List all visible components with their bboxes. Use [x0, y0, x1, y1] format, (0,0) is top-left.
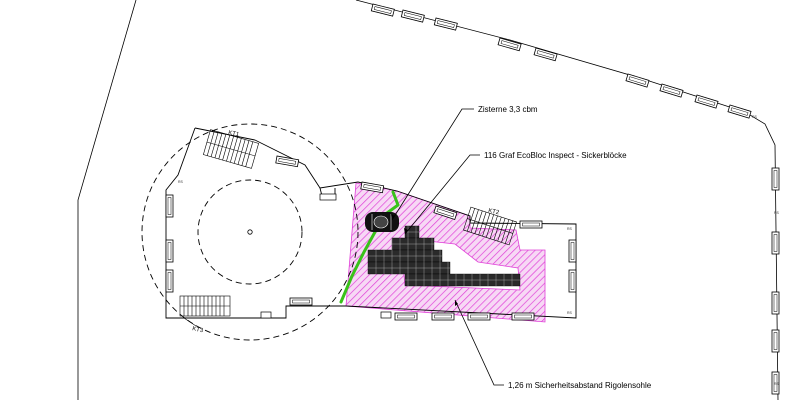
radius-circles — [141, 123, 359, 341]
window-icon — [568, 239, 577, 263]
stair-icon — [179, 295, 231, 317]
window-icon — [771, 329, 780, 353]
window-icon — [727, 104, 752, 119]
window-icon — [771, 231, 780, 255]
cistern-icon — [365, 212, 399, 232]
center-point — [247, 229, 253, 235]
window-icon — [511, 312, 535, 321]
annotation-safety-distance: 1,26 m Sicherheitsabstand Rigolensohle — [508, 381, 652, 390]
building-windows: RS RS RS — [165, 155, 577, 321]
window-icon — [771, 291, 780, 315]
svg-text:RS: RS — [178, 180, 184, 184]
window-icon — [370, 3, 395, 17]
property-boundary — [77, 0, 779, 400]
window-icon — [659, 83, 684, 98]
window-icon — [568, 269, 577, 293]
window-icon — [165, 194, 174, 218]
boundary-windows: RS RS RS — [370, 3, 780, 395]
window-icon — [467, 312, 491, 321]
arrowhead-safety — [455, 300, 458, 306]
svg-text:RS: RS — [567, 227, 573, 231]
svg-text:RS: RS — [774, 382, 780, 386]
window-icon — [394, 312, 418, 321]
arrowhead-blocks — [404, 228, 408, 234]
leader-lines — [391, 108, 504, 386]
annotation-cistern: Zisterne 3,3 cbm — [478, 105, 538, 114]
stair-icon — [203, 129, 259, 169]
svg-text:RS: RS — [774, 211, 780, 215]
window-icon — [275, 155, 300, 168]
window-icon — [433, 17, 458, 31]
window-icon — [165, 239, 174, 263]
window-icon — [165, 269, 174, 293]
svg-text:RS: RS — [567, 311, 573, 315]
infiltration-block-icon — [367, 225, 521, 287]
window-icon — [625, 73, 650, 88]
window-icon — [431, 312, 455, 321]
window-icon — [519, 220, 543, 229]
window-icon — [771, 167, 780, 191]
shaft-label-kt2: KT2 — [488, 208, 501, 216]
shaft-label-kt3: KT3 — [192, 326, 205, 334]
svg-text:RS: RS — [752, 115, 758, 119]
annotation-blocks: 116 Graf EcoBloc Inspect - Sickerblöcke — [484, 151, 627, 160]
window-icon — [533, 47, 558, 62]
window-icon — [400, 9, 425, 23]
window-icon — [289, 297, 313, 306]
arrowhead-cistern — [391, 214, 395, 220]
window-icon — [694, 94, 719, 109]
shaft-label-kt1: KT1 — [228, 130, 241, 138]
stair-icon — [463, 206, 517, 246]
kt3-leader — [183, 317, 197, 327]
